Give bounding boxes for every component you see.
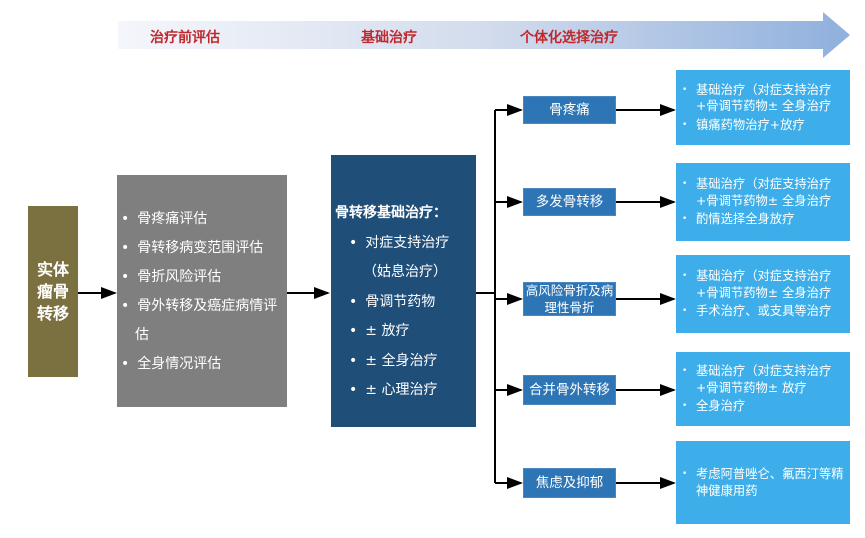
treatment-box-fracture: •基础治疗（对症支持治疗+骨调节药物± 全身治疗 •手术治疗、或支具等治疗 bbox=[676, 255, 850, 333]
basic-item: ± 全身治疗 bbox=[349, 347, 472, 377]
basic-treatment-title: 骨转移基础治疗： bbox=[335, 205, 447, 221]
basic-treatment-box: 骨转移基础治疗： 对症支持治疗 （姑息治疗） 骨调节药物 ± 放疗 ± 全身治疗… bbox=[331, 155, 476, 427]
phase-individualized: 个体化选择治疗 bbox=[520, 30, 618, 46]
phase-basic-treatment: 基础治疗 bbox=[361, 30, 417, 46]
branch-label: 焦虑及抑郁 bbox=[535, 474, 604, 491]
basic-item: ± 放疗 bbox=[349, 317, 472, 347]
branch-extraosseous-metastasis: 合并骨外转移 bbox=[523, 375, 616, 405]
basic-item: 骨调节药物 bbox=[349, 288, 472, 318]
assessment-item: 骨外转移及癌症病情评估 bbox=[121, 292, 281, 350]
branch-fracture-risk: 高风险骨折及病理性骨折 bbox=[523, 282, 616, 316]
basic-item: （姑息治疗） bbox=[363, 264, 447, 280]
branch-label: 高风险骨折及病理性骨折 bbox=[525, 283, 614, 315]
treatment-item: 基础治疗（对症支持治疗+骨调节药物± 放疗 bbox=[696, 364, 832, 395]
branch-label: 合并骨外转移 bbox=[529, 381, 610, 398]
branch-label: 骨疼痛 bbox=[549, 101, 590, 118]
treatment-box-multiple: •基础治疗（对症支持治疗+骨调节药物± 全身治疗 •酌情选择全身放疗 bbox=[676, 163, 850, 241]
phase-pre-assessment: 治疗前评估 bbox=[150, 30, 220, 46]
branch-anxiety-depression: 焦虑及抑郁 bbox=[523, 468, 616, 498]
treatment-item: 基础治疗（对症支持治疗+骨调节药物± 全身治疗 bbox=[696, 177, 832, 208]
banner-arrow-shape bbox=[118, 12, 850, 58]
treatment-item: 镇痛药物治疗+放疗 bbox=[696, 117, 805, 132]
treatment-item: 考虑阿普唑仑、氟西汀等精神健康用药 bbox=[696, 467, 844, 498]
treatment-box-extraosseous: •基础治疗（对症支持治疗+骨调节药物± 放疗 •全身治疗 bbox=[676, 352, 850, 426]
treatment-box-bone-pain: •基础治疗（对症支持治疗+骨调节药物± 全身治疗 •镇痛药物治疗+放疗 bbox=[676, 70, 850, 145]
assessment-item: 骨疼痛评估 bbox=[121, 205, 281, 234]
treatment-item: 全身治疗 bbox=[696, 399, 746, 414]
assessment-item: 全身情况评估 bbox=[121, 350, 281, 379]
assessment-box: 骨疼痛评估 骨转移病变范围评估 骨折风险评估 骨外转移及癌症病情评估 全身情况评… bbox=[117, 175, 287, 407]
start-label: 实体瘤骨转移 bbox=[36, 259, 69, 323]
branch-bone-pain: 骨疼痛 bbox=[523, 96, 616, 124]
basic-item: 对症支持治疗 bbox=[349, 229, 472, 259]
treatment-item: 基础治疗（对症支持治疗+骨调节药物± 全身治疗 bbox=[696, 82, 832, 114]
basic-item: ± 心理治疗 bbox=[349, 376, 472, 406]
treatment-item: 手术治疗、或支具等治疗 bbox=[696, 304, 832, 319]
treatment-item: 基础治疗（对症支持治疗+骨调节药物± 全身治疗 bbox=[696, 269, 832, 300]
assessment-item: 骨折风险评估 bbox=[121, 263, 281, 292]
assessment-item: 骨转移病变范围评估 bbox=[121, 234, 281, 263]
start-box-solid-tumor-bone-metastasis: 实体瘤骨转移 bbox=[28, 206, 78, 377]
branch-label: 多发骨转移 bbox=[535, 193, 604, 210]
treatment-item: 酌情选择全身放疗 bbox=[696, 212, 795, 227]
branch-multiple-bone-metastasis: 多发骨转移 bbox=[523, 188, 616, 216]
treatment-box-anxiety: •考虑阿普唑仑、氟西汀等精神健康用药 bbox=[676, 441, 850, 524]
phase-banner-arrow: 治疗前评估 基础治疗 个体化选择治疗 bbox=[118, 12, 850, 58]
